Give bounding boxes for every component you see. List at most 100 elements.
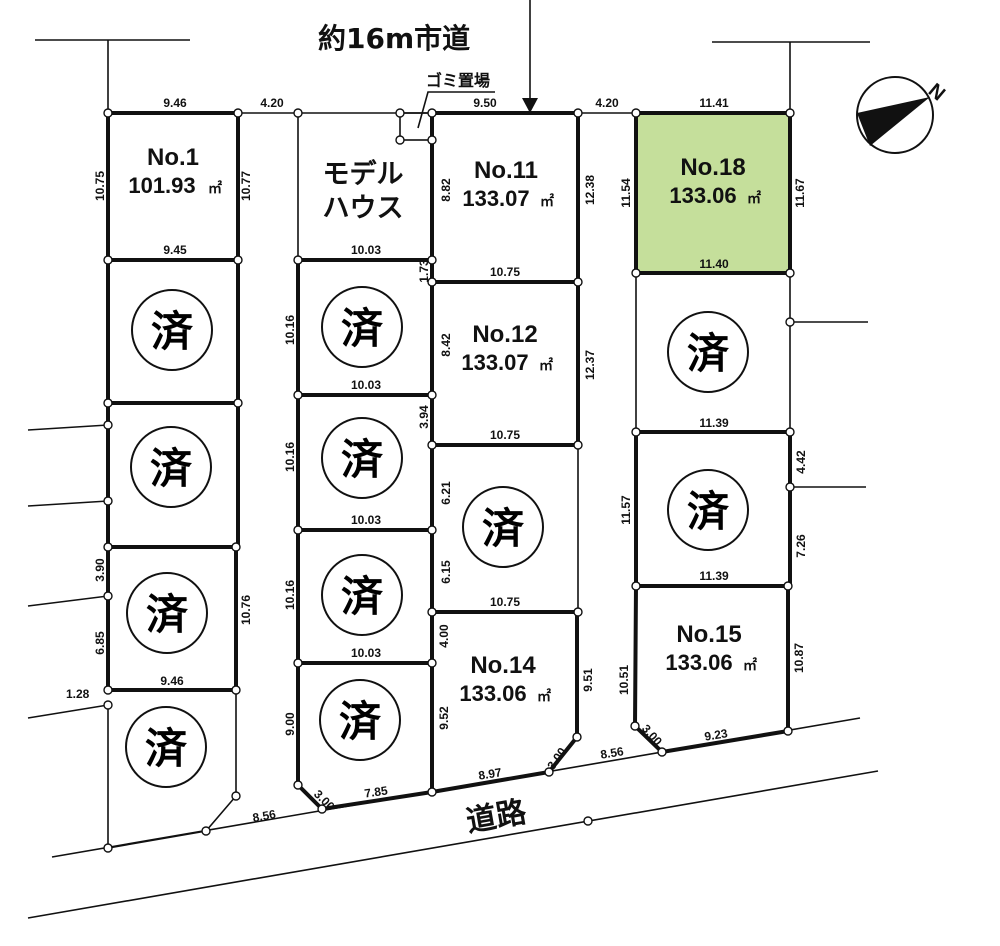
dim-label: 11.57 (619, 495, 633, 525)
dim-label: 10.16 (283, 580, 297, 610)
lot-area: 133.06 (459, 681, 526, 706)
dim-label: 9.51 (581, 668, 595, 692)
sold-mark: 済 (339, 697, 382, 746)
dim-label: 7.85 (363, 783, 388, 800)
sold-mark: 済 (341, 304, 384, 353)
lot-sold[interactable]: 済 (296, 393, 434, 532)
dim-label: 10.03 (351, 378, 381, 392)
dim-label: 4.00 (437, 624, 451, 648)
lot-sold[interactable]: 済 (107, 690, 237, 849)
lot-sold[interactable]: 済 (430, 443, 579, 614)
dim-label: 3.00 (639, 722, 665, 749)
sold-mark: 済 (341, 572, 384, 621)
sold-mark: 済 (482, 504, 525, 553)
lot-sold[interactable]: 済 (635, 273, 791, 434)
survey-point (583, 816, 593, 826)
lot-sold[interactable]: 済 (106, 545, 238, 692)
lot-number: No.14 (470, 652, 536, 679)
dim-label: 3.90 (93, 558, 107, 582)
survey-points (103, 108, 795, 853)
dim-label: 8.82 (439, 178, 453, 202)
dim-label: 1.28 (66, 687, 90, 701)
dim-label: 4.20 (260, 96, 284, 110)
road-edge-lower (27, 770, 879, 919)
lot-sold[interactable]: 済 (106, 401, 240, 549)
dim-label: 4.42 (794, 450, 808, 474)
lot-sold[interactable]: 済 (634, 432, 792, 588)
lot-number: No.15 (676, 621, 741, 648)
dim-label: 9.45 (163, 243, 187, 257)
lot-no12[interactable]: No.12 133.07 ㎡ (430, 280, 580, 447)
dim-label: 10.77 (239, 171, 253, 201)
dim-label: 6.15 (439, 560, 453, 584)
dim-label: 11.40 (699, 257, 729, 271)
dim-label: 11.67 (793, 178, 807, 208)
column-a: No.1 101.93 ㎡ 9.46 9.45 10.75 10.77 4.20… (66, 96, 284, 849)
road-top-label: 約16m市道 (318, 22, 470, 55)
sold-mark: 済 (687, 329, 730, 378)
lot-number: No.11 (474, 157, 538, 184)
area-unit: ㎡ (537, 688, 551, 704)
dim-label: 10.03 (351, 243, 381, 257)
neighbor-line (27, 595, 109, 607)
dim-label: 10.51 (617, 665, 631, 695)
lot-model-house[interactable]: モデル ハウス (297, 112, 434, 262)
dim-label: 7.26 (794, 534, 808, 558)
dim-label: 6.85 (93, 631, 107, 655)
dim-label: 9.52 (437, 706, 451, 730)
lot-no18-highlighted[interactable]: No.18 133.06 ㎡ (634, 111, 792, 275)
dim-label: 10.03 (351, 513, 381, 527)
lot-sold[interactable]: 済 (296, 258, 434, 397)
lot-number: No.1 (147, 144, 199, 171)
lot-no14[interactable]: No.14 133.06 ㎡ (430, 612, 579, 795)
area-unit: ㎡ (540, 193, 554, 209)
dim-label: 8.42 (439, 333, 453, 357)
access-arrow-icon (522, 98, 538, 113)
sold-mark: 済 (687, 487, 730, 536)
dim-label: 11.39 (699, 416, 729, 430)
dim-label: 10.75 (490, 595, 520, 609)
dim-label: 10.87 (792, 643, 806, 673)
dim-label: 10.75 (93, 171, 107, 201)
dim-label: 9.46 (163, 96, 187, 110)
area-unit: ㎡ (539, 357, 553, 373)
lot-area: 133.07 (462, 186, 529, 211)
dim-label: 9.46 (160, 674, 184, 688)
dim-label: 11.41 (699, 96, 729, 110)
area-unit: ㎡ (743, 657, 757, 673)
lot-sold[interactable]: 済 (106, 258, 240, 405)
sold-mark: 済 (151, 307, 194, 356)
sold-mark: 済 (341, 435, 384, 484)
column-b: モデル ハウス 10.03 済 10.16 10.03 済 10.16 10.0… (283, 112, 434, 814)
dim-label: 10.03 (351, 646, 381, 660)
model-house-label: ハウス (323, 193, 404, 224)
column-d: No.18 133.06 ㎡ 11.41 11.40 11.54 11.67 済… (617, 96, 808, 755)
dim-label: 10.16 (283, 442, 297, 472)
dim-label: 3.94 (417, 405, 431, 429)
dim-label: 10.75 (490, 428, 520, 442)
lot-no11[interactable]: No.11 133.07 ㎡ (430, 111, 580, 284)
dim-label: 10.76 (239, 595, 253, 625)
lot-no1[interactable]: No.1 101.93 ㎡ (106, 111, 240, 262)
dim-label: 8.56 (599, 744, 625, 762)
lot-number: No.12 (472, 321, 537, 348)
dim-label: 10.16 (283, 315, 297, 345)
model-house-label: モデル (323, 158, 404, 190)
dim-label: 4.20 (595, 96, 619, 110)
dim-label: 9.23 (703, 726, 729, 744)
dim-label: 9.50 (473, 96, 497, 110)
lot-area: 133.07 (461, 350, 528, 375)
lot-number: No.18 (680, 154, 745, 181)
lot-area: 133.06 (665, 650, 732, 675)
lot-sold[interactable]: 済 (296, 528, 434, 665)
sold-mark: 済 (150, 444, 193, 493)
dim-label: 11.39 (699, 569, 729, 583)
garbage-leader-line (417, 91, 495, 129)
column-c: 9.50 4.20 No.11 133.07 ㎡ 8.82 12.38 1.73… (417, 96, 625, 795)
garbage-area-label: ゴミ置場 (426, 71, 490, 90)
dim-label: 12.37 (583, 350, 597, 380)
lot-no15[interactable]: No.15 133.06 ㎡ (632, 585, 790, 755)
dim-label: 8.56 (251, 807, 277, 825)
area-unit: ㎡ (747, 190, 761, 206)
